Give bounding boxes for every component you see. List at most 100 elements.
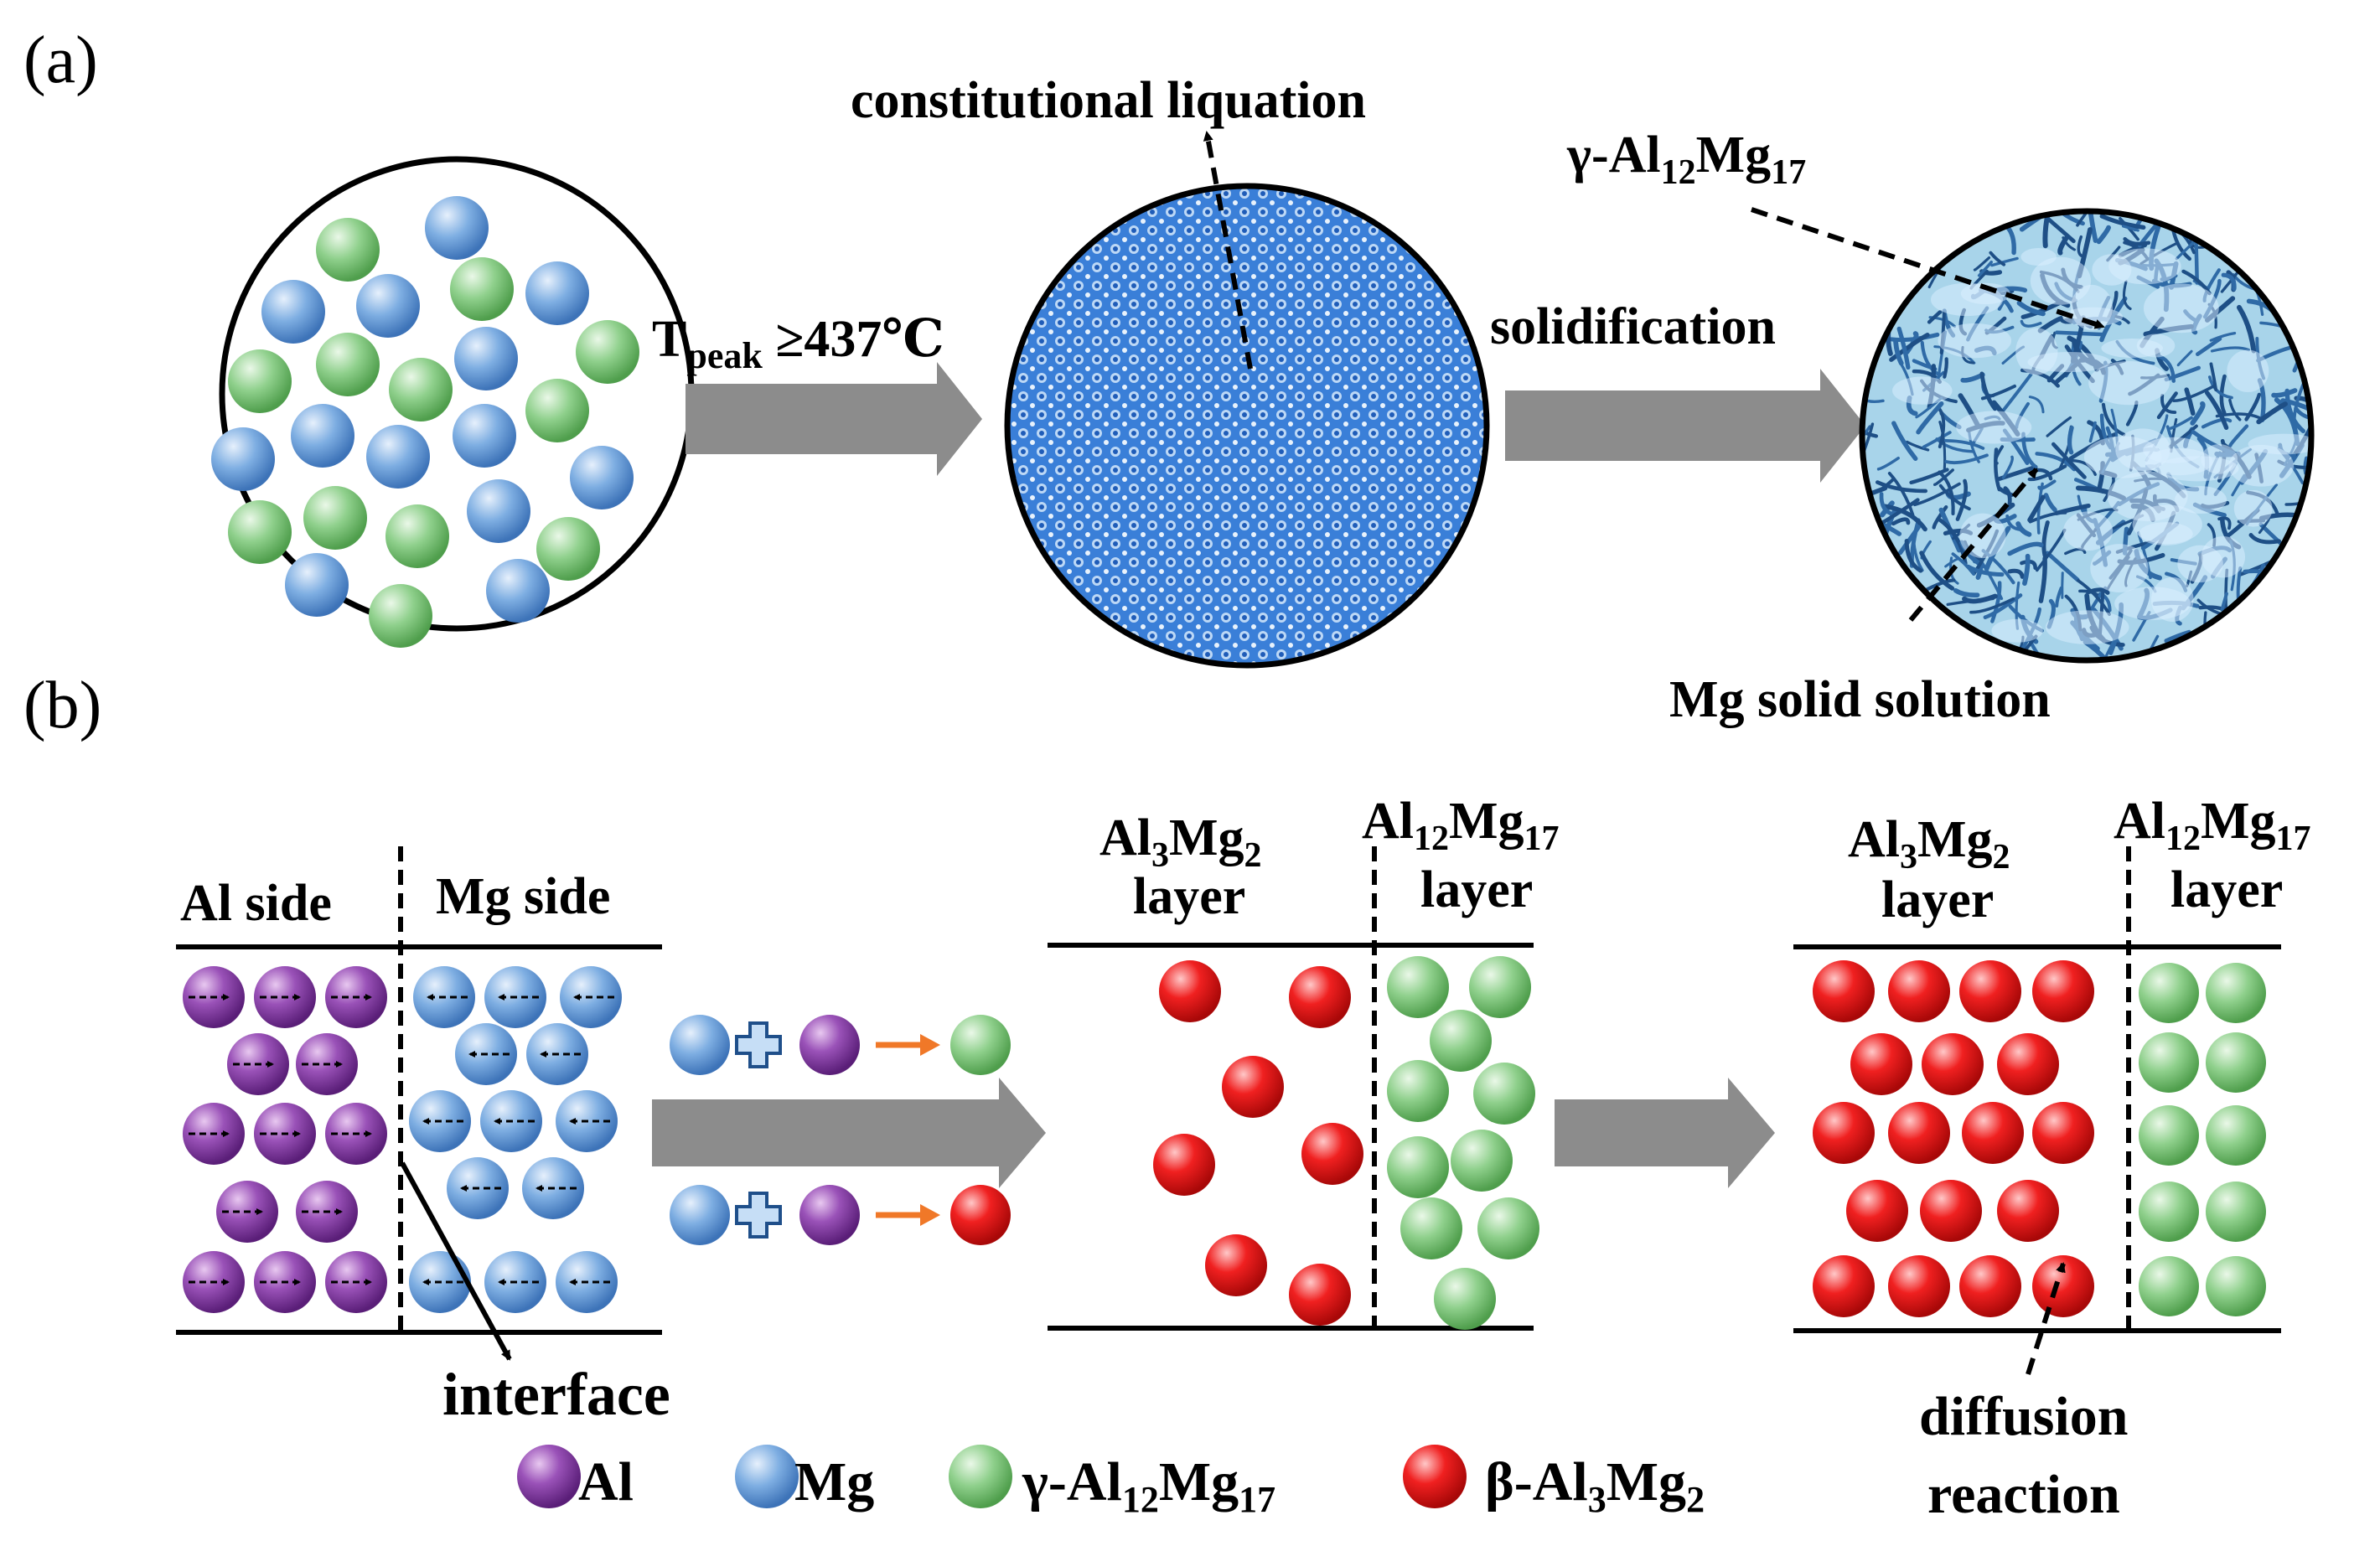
gamma-atom [536, 517, 600, 581]
legend-mg-label: Mg [794, 1451, 874, 1513]
constitutional-liquation-circle [1007, 186, 1487, 665]
diffusion-arrow [1555, 1078, 1775, 1188]
heating-arrow [686, 362, 982, 476]
beta-atom [1962, 1102, 2024, 1164]
gamma-atom [2206, 1032, 2266, 1093]
orange-arrow-head [920, 1034, 940, 1056]
beta-product [950, 1185, 1011, 1245]
mid-al3mg2-layer: layer [1133, 868, 1245, 925]
gamma-atom [2206, 963, 2266, 1023]
beta-atom [1846, 1180, 1908, 1242]
al-reactant [799, 1185, 860, 1245]
beta-atom [1222, 1056, 1284, 1118]
beta-atom [1850, 1033, 1912, 1095]
gamma-atom [316, 218, 380, 282]
microstructure-highlight [2144, 283, 2219, 333]
legend-al-swatch [517, 1445, 581, 1508]
gamma-atom [1387, 1060, 1449, 1122]
final-layer-atoms [1813, 960, 2266, 1317]
gamma-atom [1469, 956, 1531, 1018]
gamma-atom [1400, 1197, 1462, 1259]
gamma-atom [389, 358, 453, 421]
gamma-atom [385, 504, 449, 568]
beta-atom [1289, 1264, 1351, 1326]
mg-atom [570, 446, 634, 509]
gamma-atom [450, 257, 514, 321]
beta-atom [1959, 1255, 2021, 1317]
right-al3mg2-title: Al3Mg2 [1848, 811, 2010, 877]
beta-atom [1813, 1102, 1875, 1164]
mg-atom [356, 274, 420, 338]
gamma-atom [2206, 1256, 2266, 1316]
gamma-atom [1477, 1197, 1539, 1259]
mg-atom [454, 327, 518, 390]
constitutional-liquation-label: constitutional liquation [851, 72, 1366, 129]
gamma-atom [1451, 1130, 1513, 1192]
beta-atom [1813, 1255, 1875, 1317]
orange-arrow-head [920, 1204, 940, 1226]
gamma-atom [2139, 1256, 2199, 1316]
gamma-atom [2139, 963, 2199, 1023]
microstructure-highlight [2133, 505, 2202, 545]
gamma-atom [228, 500, 292, 564]
legend-al-label: Al [578, 1451, 634, 1513]
beta-atom [1205, 1234, 1267, 1296]
diffusion-label: diffusion [1919, 1386, 2128, 1447]
mid-al12mg17-title: Al12Mg17 [1362, 793, 1560, 858]
mg-atom [285, 553, 349, 617]
microstructure-highlight [2090, 544, 2148, 592]
solidification-arrow [1505, 369, 1865, 483]
beta-atom [1959, 960, 2021, 1022]
microstructure-highlight [2015, 328, 2057, 375]
microstructure-highlight [2201, 444, 2238, 474]
beta-atom [1922, 1033, 1984, 1095]
reaction-arrow [652, 1078, 1046, 1188]
microstructure-highlight [2151, 577, 2194, 622]
gamma-product [950, 1015, 1011, 1075]
beta-atom [1888, 1255, 1950, 1317]
gamma-atom [525, 379, 589, 442]
mg-atom [467, 479, 530, 543]
panel-b-label: (b) [23, 669, 101, 742]
microstructure-highlight [1938, 323, 2011, 358]
microstructure-highlight [2227, 349, 2269, 392]
gamma-atom [2139, 1182, 2199, 1242]
beta-atom [1289, 966, 1351, 1028]
mg-atom [525, 261, 589, 325]
gamma-phase-label: γ-Al12Mg17 [1566, 127, 1806, 192]
gamma-atom [1434, 1268, 1496, 1330]
legend-gamma-swatch [949, 1445, 1012, 1508]
mg-atom [291, 404, 354, 468]
legend-mg-swatch [735, 1445, 799, 1508]
al-reactant [799, 1015, 860, 1075]
microstructure-highlight [1956, 411, 2031, 443]
microstructure-highlight [2063, 511, 2113, 551]
beta-atom [1997, 1033, 2059, 1095]
microstructure-highlight [1892, 376, 1953, 404]
legend-beta-label: β-Al3Mg2 [1485, 1451, 1705, 1520]
mid-al3mg2-title: Al3Mg2 [1099, 809, 1262, 875]
legend-gamma-label: γ-Al12Mg17 [1022, 1451, 1275, 1520]
gamma-atom [576, 320, 639, 384]
gamma-atom [1473, 1063, 1535, 1125]
gamma-atom [2139, 1032, 2199, 1093]
microstructure-stroke [2070, 428, 2072, 452]
plus-icon [737, 1193, 780, 1237]
gamma-atom [2206, 1182, 2266, 1242]
microstructure-highlight [1991, 619, 2042, 643]
beta-atom [1997, 1180, 2059, 1242]
peak-temperature-label: Tpeak ≥437℃ [652, 311, 944, 376]
beta-atom [1920, 1180, 1982, 1242]
gamma-atom [316, 333, 380, 396]
al-side-label: Al side [180, 875, 332, 932]
panel-a-label: (a) [23, 23, 98, 97]
mg-atom [261, 280, 325, 344]
beta-atom [1153, 1134, 1215, 1196]
microstructure-highlight [2084, 437, 2161, 478]
microstructure-highlight [2092, 254, 2131, 286]
gamma-atom [2206, 1105, 2266, 1166]
beta-atom [1888, 1102, 1950, 1164]
beta-atom [2032, 960, 2094, 1022]
gamma-atom [369, 584, 432, 648]
